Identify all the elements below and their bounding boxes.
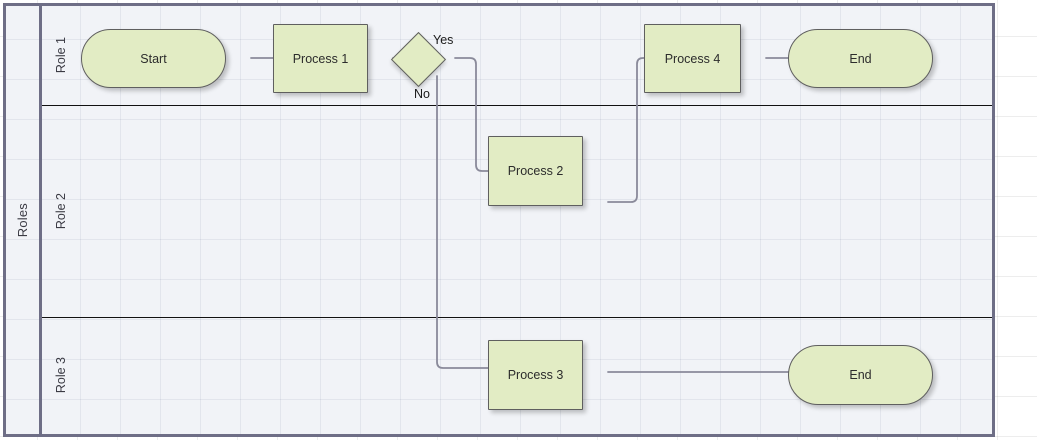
node-end-role-3-label: End <box>849 368 872 382</box>
pool-label: Roles <box>15 202 30 238</box>
node-end-role-1[interactable]: End <box>788 29 933 88</box>
pool-header[interactable]: Roles <box>6 6 42 434</box>
lane-label-role-2: Role 2 <box>42 105 80 317</box>
node-process-4-label: Process 4 <box>664 51 721 66</box>
lane-1-title: Role 1 <box>54 37 68 74</box>
edge-label-yes: Yes <box>433 33 453 47</box>
node-process-1-label: Process 1 <box>292 51 349 66</box>
node-process-4[interactable]: Process 4 <box>644 24 741 93</box>
lane-divider-2-3 <box>42 317 992 318</box>
lane-label-role-1: Role 1 <box>42 6 80 105</box>
lane-2-title: Role 2 <box>54 192 68 230</box>
node-end-role-1-label: End <box>849 51 872 66</box>
edge-label-no: No <box>414 87 430 101</box>
node-process-3-label: Process 3 <box>507 368 564 382</box>
node-end-role-3[interactable]: End <box>788 345 933 405</box>
edge-label-no-text: No <box>414 87 430 101</box>
node-start-label: Start <box>140 51 167 66</box>
node-process-2[interactable]: Process 2 <box>488 136 583 206</box>
edge-label-yes-text: Yes <box>433 33 454 47</box>
node-process-2-label: Process 2 <box>507 164 564 178</box>
node-process-1[interactable]: Process 1 <box>273 24 368 93</box>
node-start[interactable]: Start <box>81 29 226 88</box>
lane-3-title: Role 3 <box>54 357 68 394</box>
lane-label-role-3: Role 3 <box>42 317 80 434</box>
lane-divider-1-2 <box>42 105 992 106</box>
swimlane-pool[interactable]: Roles Role 1 Role 2 Role 3 <box>3 3 995 437</box>
node-process-3[interactable]: Process 3 <box>488 340 583 410</box>
